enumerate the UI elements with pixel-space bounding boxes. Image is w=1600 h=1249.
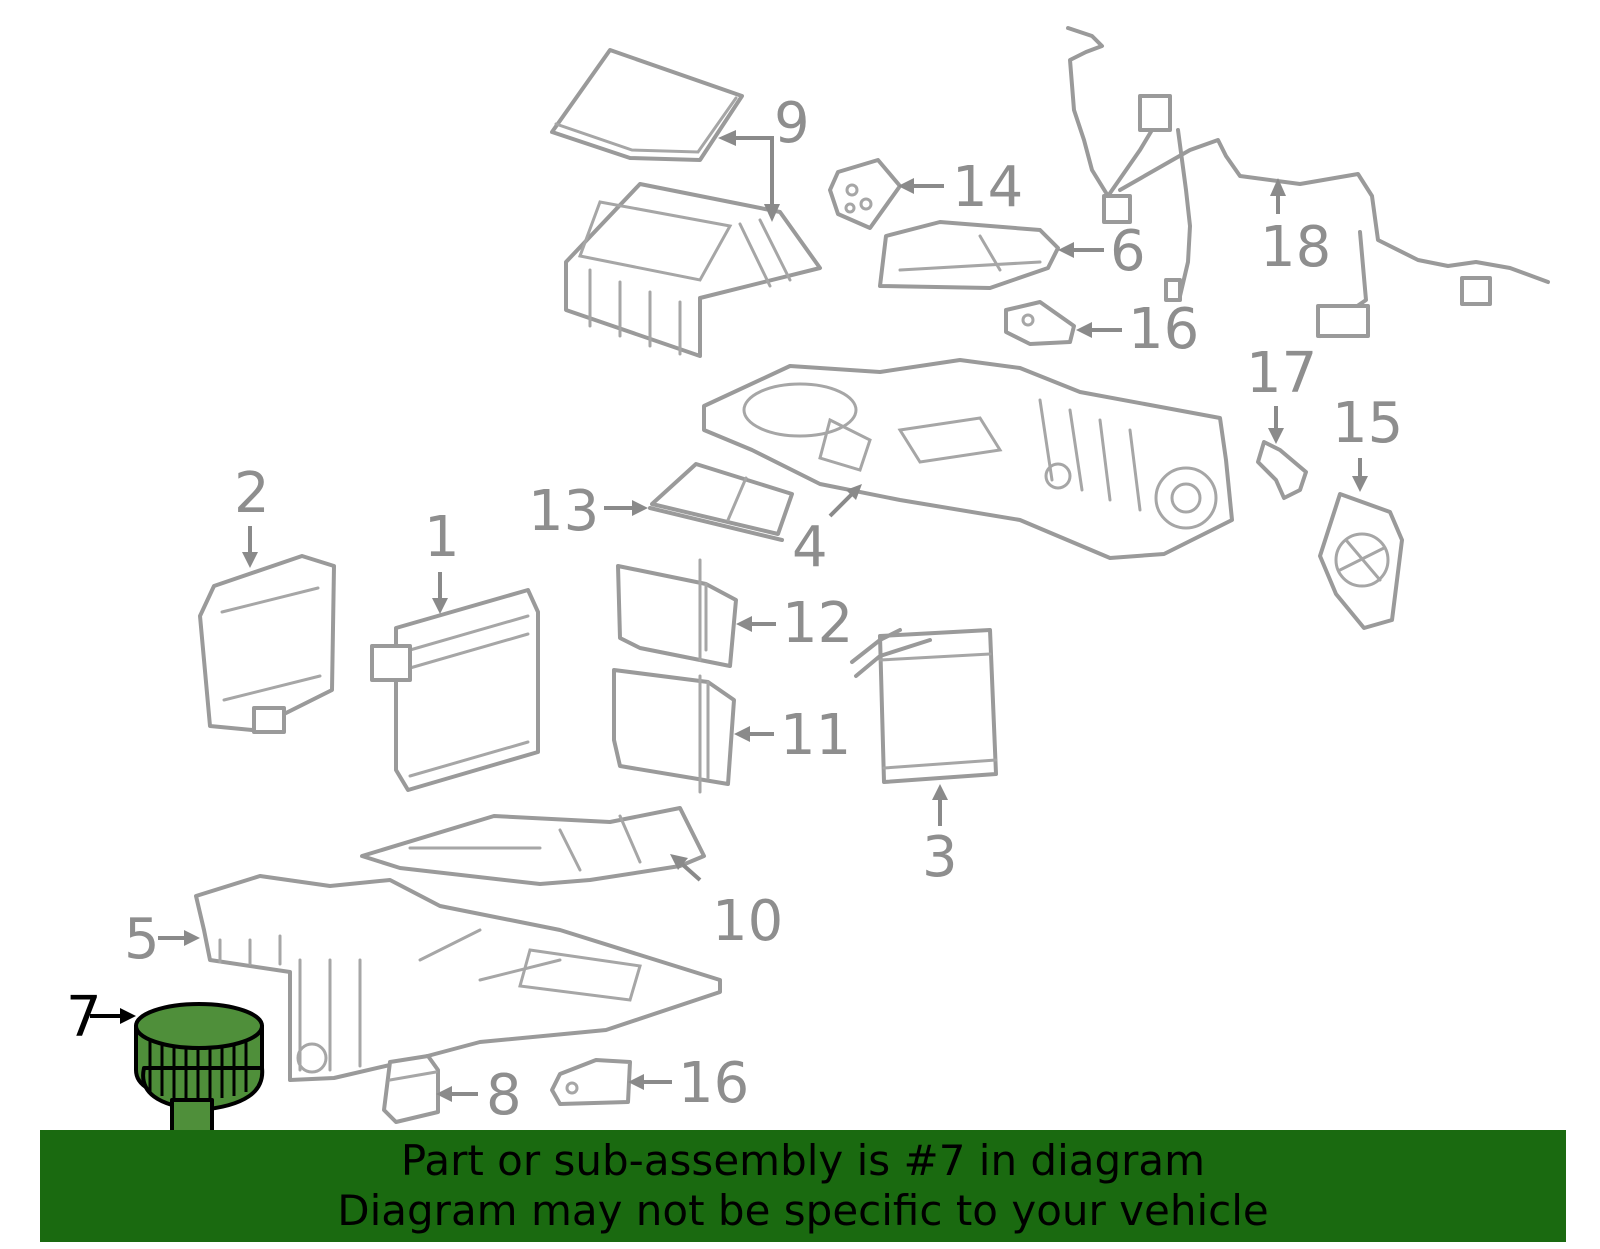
part-18-wiring-harness[interactable] bbox=[1066, 26, 1550, 338]
part-11-door[interactable] bbox=[612, 668, 736, 794]
callout-16-lower[interactable]: 16 bbox=[678, 1051, 749, 1116]
callout-8[interactable]: 8 bbox=[486, 1063, 522, 1128]
part-8-resistor[interactable] bbox=[382, 1054, 440, 1124]
part-9-filter-housing[interactable] bbox=[564, 182, 822, 358]
part-10-duct[interactable] bbox=[360, 806, 706, 886]
callout-9[interactable]: 9 bbox=[774, 91, 810, 156]
callout-10[interactable]: 10 bbox=[712, 889, 783, 954]
callout-14[interactable]: 14 bbox=[952, 155, 1023, 220]
part-16-actuator-upper[interactable] bbox=[1004, 300, 1076, 346]
notice-banner-bg bbox=[40, 1130, 1566, 1242]
callout-18[interactable]: 18 bbox=[1260, 215, 1331, 280]
part-15-scroll[interactable] bbox=[1318, 492, 1404, 630]
callout-3[interactable]: 3 bbox=[922, 825, 958, 890]
callout-5[interactable]: 5 bbox=[124, 907, 160, 972]
callout-2[interactable]: 2 bbox=[234, 461, 270, 526]
callout-16-upper[interactable]: 16 bbox=[1128, 297, 1199, 362]
part-9-filter-cover[interactable] bbox=[550, 48, 744, 162]
part-5-lower-case[interactable] bbox=[194, 874, 722, 1082]
callout-1[interactable]: 1 bbox=[424, 505, 460, 570]
callout-15[interactable]: 15 bbox=[1332, 391, 1403, 456]
part-17-sensor[interactable] bbox=[1256, 440, 1308, 500]
part-1-evaporator[interactable] bbox=[370, 588, 540, 792]
notice-banner: Part or sub-assembly is #7 in diagram Di… bbox=[40, 1130, 1566, 1242]
notice-line-2: Diagram may not be specific to your vehi… bbox=[337, 1186, 1269, 1235]
notice-line-1: Part or sub-assembly is #7 in diagram bbox=[400, 1136, 1206, 1185]
callout-4[interactable]: 4 bbox=[792, 515, 828, 580]
callout-13[interactable]: 13 bbox=[528, 479, 599, 544]
callout-11[interactable]: 11 bbox=[780, 703, 851, 768]
part-14-actuator[interactable] bbox=[828, 158, 902, 230]
part-4-upper-case[interactable] bbox=[702, 358, 1234, 560]
callout-7[interactable]: 7 bbox=[66, 985, 102, 1050]
part-6-cover[interactable] bbox=[878, 220, 1060, 290]
part-12-door[interactable] bbox=[616, 558, 738, 668]
part-2-case-panel[interactable] bbox=[198, 554, 336, 734]
callout-12[interactable]: 12 bbox=[782, 591, 853, 656]
callout-17[interactable]: 17 bbox=[1246, 341, 1317, 406]
part-13-filter[interactable] bbox=[648, 462, 794, 542]
callout-6[interactable]: 6 bbox=[1110, 219, 1146, 284]
part-3-heater-core[interactable] bbox=[850, 628, 998, 784]
part-7-blower-motor[interactable] bbox=[134, 1002, 265, 1134]
part-16-actuator-lower[interactable] bbox=[550, 1058, 632, 1106]
leaders bbox=[90, 130, 1368, 1102]
